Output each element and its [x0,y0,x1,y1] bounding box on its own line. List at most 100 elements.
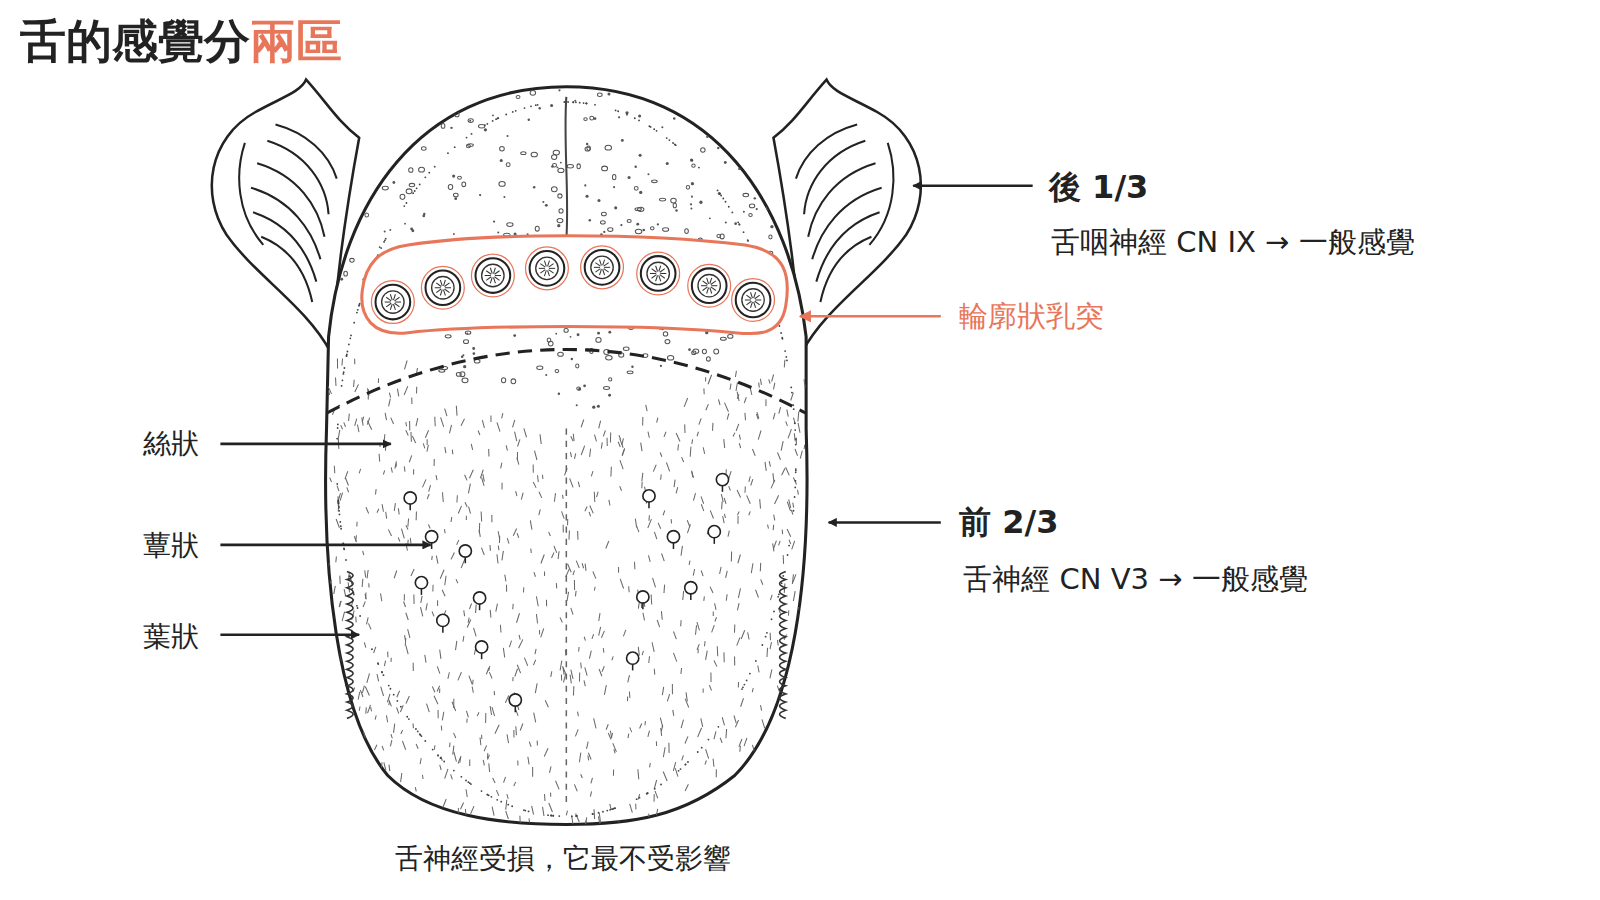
texture-mark [638,114,641,117]
texture-mark [728,206,730,208]
texture-mark [598,816,600,826]
texture-mark [356,180,359,183]
texture-mark [791,393,794,401]
texture-mark [445,447,446,453]
texture-mark [391,658,392,662]
texture-mark [605,145,612,150]
texture-mark [701,571,703,577]
texture-mark [690,207,692,209]
texture-mark [709,685,711,690]
texture-mark [359,707,361,711]
texture-mark [429,485,431,491]
texture-mark [546,600,547,607]
texture-mark [731,212,733,214]
label: 前 2/3 [959,503,1058,541]
texture-mark [705,761,707,765]
texture-mark [761,705,762,711]
texture-mark [673,762,675,771]
texture-mark [385,413,386,420]
texture-mark [579,825,580,834]
texture-mark [620,579,623,589]
texture-mark [648,432,649,438]
texture-mark [666,162,669,165]
texture-mark [574,100,576,102]
texture-mark [628,675,630,682]
texture-mark [514,782,516,786]
texture-mark [656,741,657,746]
texture-mark [492,114,494,116]
texture-mark [530,105,532,107]
texture-mark [558,168,564,172]
texture-mark [799,629,802,638]
texture-mark [437,754,439,756]
texture-mark [389,399,391,407]
texture-mark [799,230,802,233]
texture-mark [804,445,806,449]
texture-mark [688,348,691,351]
texture-mark [784,350,786,352]
texture-mark [342,379,344,381]
texture-mark [473,352,476,355]
texture-mark [737,392,739,401]
texture-mark [760,379,761,385]
texture-mark [745,299,751,300]
texture-mark [540,264,545,268]
texture-mark [469,470,473,479]
texture-mark [652,275,657,279]
texture-mark [751,117,754,120]
texture-mark [594,718,596,728]
texture-mark [730,785,732,791]
texture-mark [448,184,452,189]
texture-mark [425,430,428,438]
texture-mark [362,417,363,422]
texture-mark [729,486,731,490]
texture-mark [540,434,541,444]
texture-mark [793,478,796,485]
texture-mark [345,108,351,111]
texture-mark [471,806,474,814]
texture-mark [479,194,481,196]
texture-mark [706,136,708,138]
texture-mark [711,287,716,291]
texture-mark [717,189,719,191]
texture-mark [737,394,739,399]
texture-mark [409,455,411,462]
texture-mark [497,422,500,431]
texture-mark [795,471,797,473]
texture-mark [708,375,712,384]
texture-mark [532,767,533,777]
texture-mark [784,798,785,806]
texture-mark [538,107,540,109]
texture-mark [327,580,331,589]
texture-mark [665,339,670,343]
texture-mark [327,666,328,670]
texture-mark [797,412,799,422]
texture-mark [360,142,363,145]
texture-mark [339,652,342,662]
texture-mark [737,511,739,515]
texture-mark [445,409,447,416]
texture-mark [338,505,340,507]
texture-mark [717,726,719,728]
texture-mark [667,355,673,360]
texture-mark [761,644,763,646]
texture-mark [450,811,453,818]
texture-mark [410,227,413,230]
texture-mark [325,132,331,136]
texture-mark [336,438,338,440]
texture-mark [394,789,397,798]
texture-mark [490,610,492,618]
texture-mark [751,563,753,573]
texture-mark [530,520,532,529]
texture-mark [424,808,426,813]
texture-mark [798,423,800,433]
texture-mark [720,738,722,743]
texture-mark [682,755,684,760]
texture-mark [378,378,379,383]
texture-mark [359,615,361,617]
texture-mark [563,101,565,103]
texture-mark [408,629,410,638]
texture-mark [563,525,564,533]
texture-mark [412,192,414,194]
texture-mark [415,824,416,831]
